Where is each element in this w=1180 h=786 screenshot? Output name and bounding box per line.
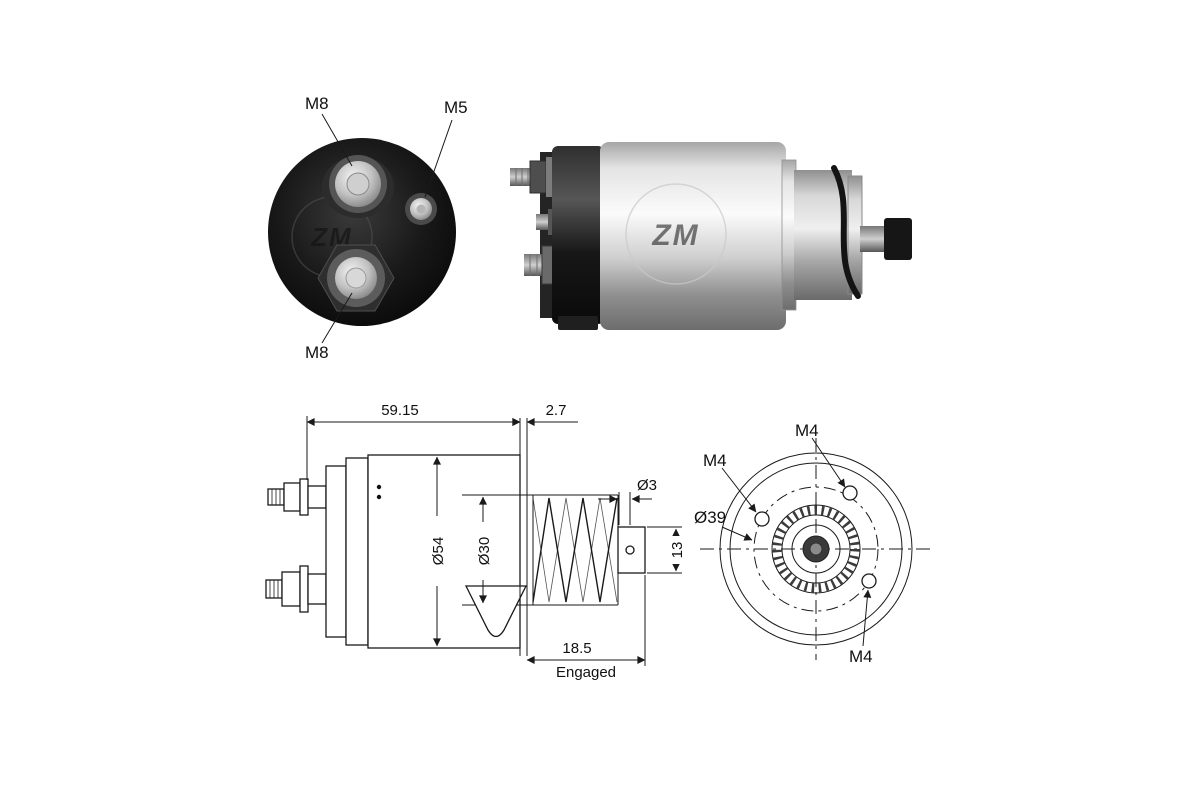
- stud-lower: [265, 565, 327, 613]
- leader-m8-bottom: [321, 292, 353, 344]
- dim-travel-label: 18.5: [562, 640, 591, 657]
- label-m4-bottom: M4: [849, 647, 873, 666]
- label-m4-top: M4: [795, 421, 819, 440]
- cap-step-inner: [345, 457, 369, 646]
- dim-rod-mask: [668, 536, 684, 564]
- bearing-circle: [791, 524, 841, 574]
- label-m4-left: M4: [703, 451, 727, 470]
- travel-state-label: Engaged: [556, 664, 616, 681]
- cap-step-outer: [325, 465, 347, 638]
- hub-outer-circle: [771, 504, 861, 594]
- solenoid-housing: [600, 142, 786, 330]
- knurl-ring: [772, 505, 860, 593]
- hub-inner-circle: [781, 514, 851, 584]
- dim-bore-dia-label: Ø30: [476, 537, 493, 565]
- bolt-hole-bottom: [861, 573, 877, 589]
- label-m5: M5: [444, 98, 468, 117]
- vent-dot-1: [376, 484, 382, 490]
- label-m8-bottom: M8: [305, 343, 329, 362]
- shaft-pin-hole: [625, 545, 635, 555]
- plunger-tip-photo: [884, 218, 912, 260]
- vent-dot-2: [376, 494, 382, 500]
- plunger-rod-photo: [860, 226, 886, 252]
- dim-rod-label: 13: [669, 542, 686, 559]
- leader-m4-left: [721, 467, 757, 513]
- leader-m4-bottom: [862, 589, 872, 647]
- side-view-drawing: 59.15 2.7 Ø54 Ø30 Ø3 13 18.5 Engaged: [265, 402, 686, 681]
- rear-view-drawing: M4 M4 M4 Ø39: [694, 421, 934, 666]
- zm-watermark-photo: ZM: [651, 219, 699, 252]
- cap-body: [268, 138, 456, 326]
- shaft-center: [809, 542, 823, 556]
- zm-watermark-ring-photo: [625, 183, 727, 285]
- bolt-hole-left: [754, 511, 770, 527]
- dim-body-dia-label: Ø54: [430, 537, 447, 565]
- side-view-photo: ZM: [510, 142, 912, 330]
- lead-wire: [831, 165, 861, 299]
- label-bolt-circle-dia: Ø39: [694, 508, 726, 527]
- bolt-circle: [753, 486, 879, 612]
- leader-m8-top: [321, 113, 353, 167]
- terminal-m5: [405, 193, 437, 225]
- dim-pin-label: Ø3: [637, 477, 657, 494]
- bolt-hole-top: [842, 485, 858, 501]
- dim-body-dia-mask: [429, 516, 445, 586]
- housing-flange-ring: [781, 159, 797, 311]
- terminal-m8-top: [322, 155, 394, 218]
- label-m8-top: M8: [305, 94, 329, 113]
- leader-m4-top: [811, 437, 846, 488]
- return-spring: [532, 494, 619, 606]
- dim-length-label: 59.15: [381, 402, 419, 419]
- front-view-photo: ZM M8 M5 M8: [268, 94, 468, 362]
- leader-bolt-circle: [721, 526, 753, 541]
- dim-bore-dia-mask: [475, 522, 491, 580]
- stud-upper: [267, 478, 327, 516]
- leader-m5: [424, 119, 453, 198]
- cap-bracket-foot: [558, 316, 598, 330]
- dim-flange-label: 2.7: [546, 402, 567, 419]
- terminal-m8-bottom: [317, 244, 395, 312]
- solenoid-end-cap: [552, 146, 604, 324]
